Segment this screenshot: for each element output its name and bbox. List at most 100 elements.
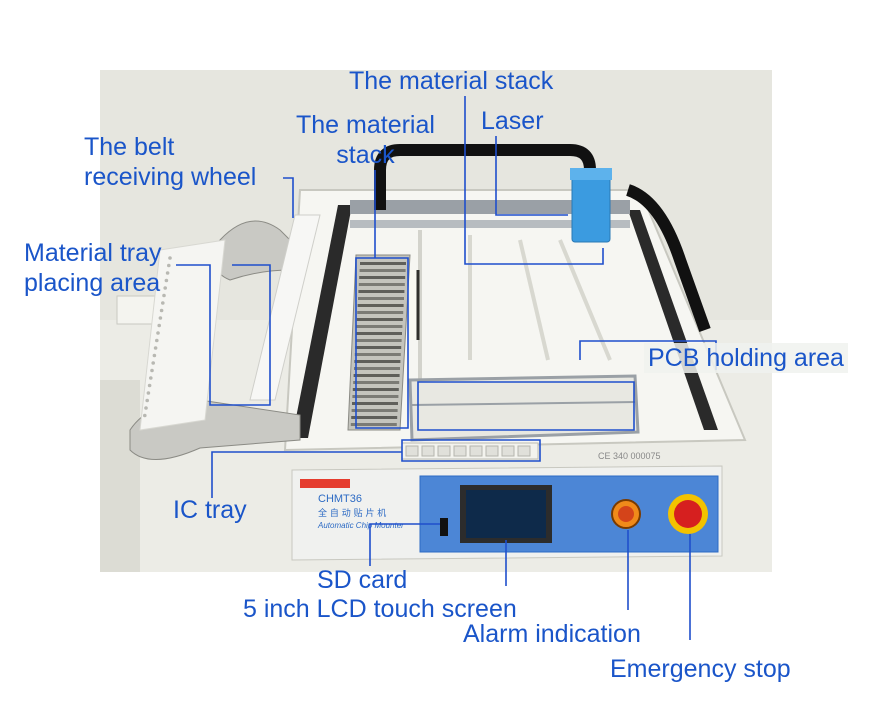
belt-hole — [167, 263, 171, 268]
label-ic-tray: IC tray — [173, 496, 247, 524]
belt-hole — [159, 308, 164, 313]
belt-hole — [168, 256, 172, 260]
label-alarm: Alarm indication — [463, 620, 641, 648]
label-material-stack-top: The material stack — [349, 67, 554, 95]
ic-tray-cell — [485, 445, 499, 457]
leader-laser — [495, 136, 568, 216]
leader-belt-wheel — [283, 177, 294, 218]
feeder-row — [351, 409, 398, 412]
feeder-row — [357, 304, 404, 307]
belt-hole — [150, 368, 154, 373]
feeder-row — [359, 276, 406, 279]
label-emergency: Emergency stop — [610, 655, 791, 683]
ic-tray-cell — [453, 445, 467, 457]
gantry-bar-2 — [350, 220, 630, 228]
leader-sd-card — [369, 523, 440, 566]
leader-material-stack-left — [355, 170, 409, 429]
ic-tray-cell — [405, 445, 419, 457]
label-laser: Laser — [481, 107, 544, 135]
feeder-row — [360, 262, 406, 265]
laser-head-top — [570, 168, 612, 180]
belt-hole — [144, 406, 148, 410]
model-subtitle: Automatic Chip Mounter — [317, 521, 404, 530]
power-socket — [116, 295, 156, 325]
belt-hole — [165, 271, 170, 275]
label-belt-wheel: The belt receiving wheel — [84, 132, 256, 192]
feeder-row — [358, 283, 405, 286]
cable-chain-right — [625, 184, 711, 333]
label-tray-area-line1: Material tray — [24, 239, 162, 267]
belt-hole — [162, 293, 166, 298]
ic-tray-cell — [437, 445, 451, 457]
feeder-row — [359, 269, 406, 272]
belt-hole — [143, 413, 147, 418]
feeder-row — [355, 339, 402, 342]
belt-roller-body — [249, 214, 321, 401]
pcb-holder-bar — [411, 401, 637, 406]
sd-card-slot — [440, 518, 448, 536]
serial-plate: CE 340 000075 — [598, 451, 661, 461]
feeder-row — [356, 318, 403, 321]
gantry-bar — [350, 200, 630, 214]
label-sd-card: SD card — [317, 566, 408, 594]
ic-tray-cell — [517, 445, 531, 457]
belt-strip — [139, 239, 226, 431]
feeder-row — [352, 402, 398, 405]
lcd-screen — [466, 490, 546, 538]
label-belt-wheel-line2: receiving wheel — [84, 163, 257, 191]
feeder-row — [350, 423, 397, 426]
leader-material-stack-top — [464, 96, 604, 265]
track-4 — [558, 239, 612, 361]
feeder-row — [356, 332, 402, 335]
feeder-row — [358, 297, 404, 300]
feeder-row — [356, 325, 403, 328]
feeder-rows — [350, 262, 406, 426]
feeder-row — [351, 416, 398, 419]
emergency-button-icon — [674, 500, 702, 528]
feeder-row — [354, 367, 400, 370]
label-pcb-area: PCB holding area — [644, 343, 848, 373]
belt-hole — [149, 376, 153, 380]
leader-ic-tray — [211, 439, 541, 498]
feeder-row — [355, 346, 402, 349]
table-edge — [100, 380, 140, 572]
feeder-row — [354, 353, 401, 356]
belt-hole — [156, 331, 160, 335]
left-rail — [292, 205, 352, 438]
label-tray-area-line2: placing area — [24, 269, 161, 297]
feeder-row — [358, 290, 405, 293]
alarm-light-inner — [618, 506, 634, 522]
brand-logo — [300, 479, 350, 488]
ic-tray-cell — [501, 445, 515, 457]
cable-chain-left — [374, 144, 596, 210]
belt-hole — [147, 383, 152, 388]
belt-hole — [161, 301, 165, 305]
belt-hole — [146, 391, 151, 395]
belt-hole — [151, 361, 155, 365]
right-rail — [628, 210, 718, 430]
feeder-row — [352, 395, 399, 398]
belt-hole — [152, 353, 157, 358]
label-belt-wheel-line1: The belt — [84, 133, 175, 161]
label-material-stack-left: The material stack — [296, 110, 435, 170]
label-lcd: 5 inch LCD touch screen — [243, 595, 517, 623]
belt-hole — [157, 323, 161, 328]
belt-perforations — [143, 256, 172, 418]
label-material-stack-left-line1: The material — [296, 111, 435, 139]
ic-tray-cells — [405, 445, 531, 457]
track-3 — [518, 239, 550, 361]
model-chinese: 全 自 动 贴 片 机 — [318, 507, 386, 519]
feeder-row — [352, 388, 399, 391]
label-material-stack-left-line2: stack — [336, 141, 395, 169]
belt-hole — [153, 346, 158, 350]
ic-tray-cell — [469, 445, 483, 457]
feeder-row — [357, 311, 404, 314]
belt-hole — [163, 286, 167, 290]
feeder-row — [354, 360, 401, 363]
pcb-holder — [408, 374, 640, 442]
belt-hole — [155, 338, 159, 343]
belt-hole — [164, 278, 169, 283]
